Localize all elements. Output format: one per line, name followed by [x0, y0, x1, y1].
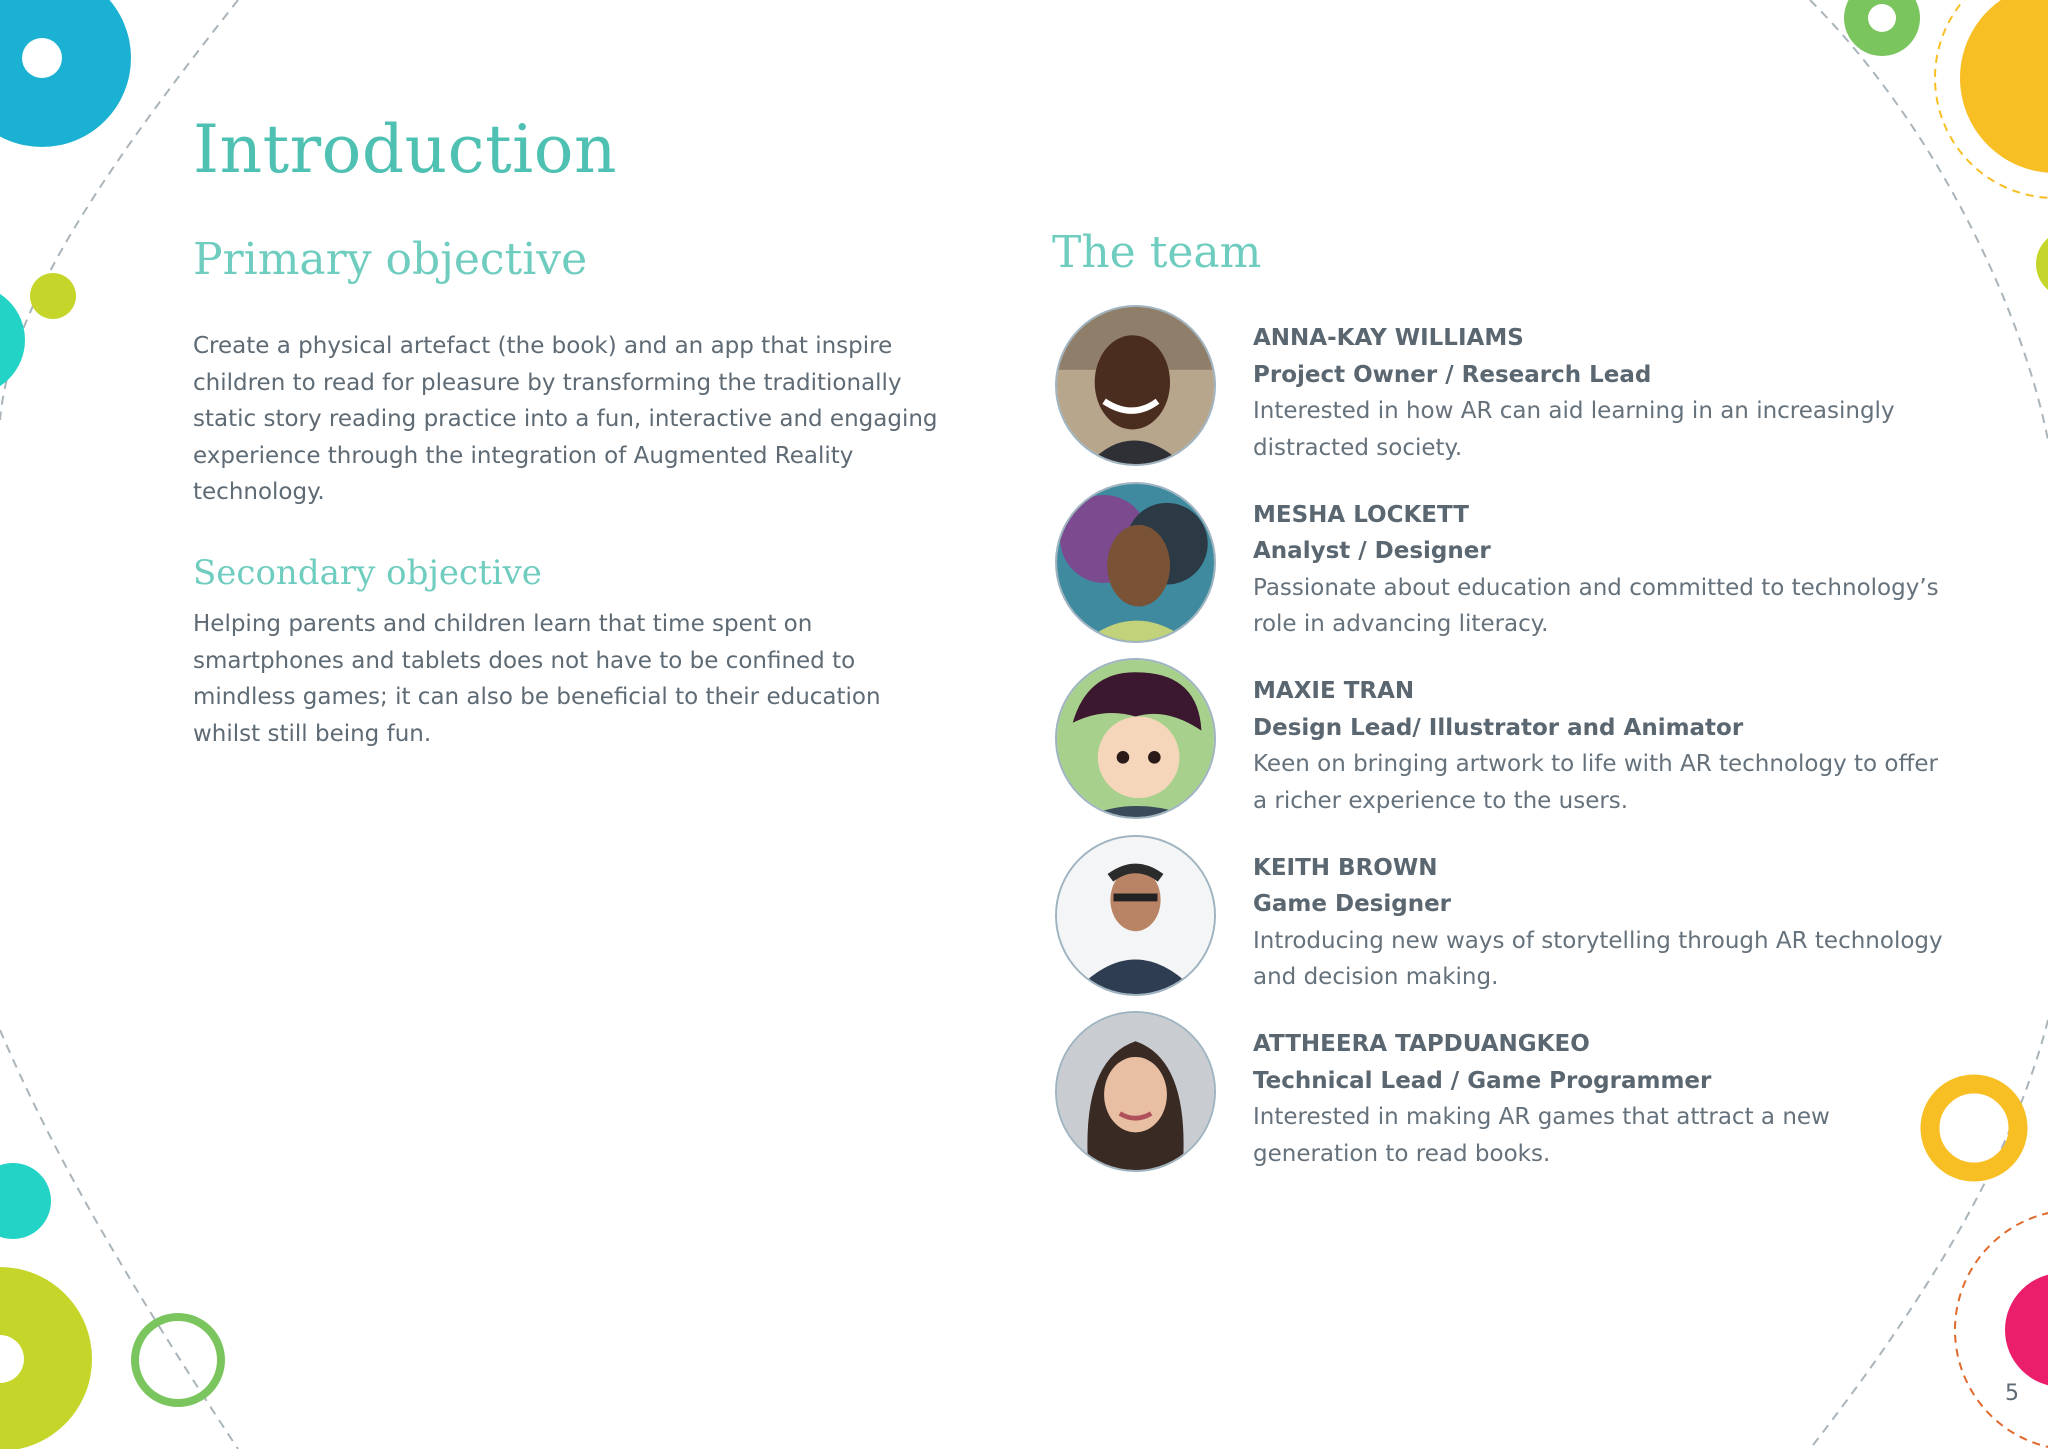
member-name: MAXIE TRAN [1253, 678, 1415, 704]
deco-circle-turquoise-small [0, 1163, 51, 1239]
member-name: ATTHEERA TAPDUANGKEO [1253, 1031, 1590, 1057]
primary-objective-text: Create a physical artefact (the book) an… [193, 333, 938, 505]
member-role: Game Designer [1253, 891, 1452, 917]
deco-ring-green [131, 1313, 225, 1407]
page-number: 5 [2005, 1381, 2019, 1406]
member-name: ANNA-KAY WILLIAMS [1253, 325, 1524, 351]
member-name: MESHA LOCKETT [1253, 501, 1469, 528]
member-role: Project Owner / Research Lead [1253, 361, 1652, 388]
deco-ring-yellow [1920, 1074, 2028, 1182]
member-role: Design Lead/ Illustrator and Animator [1253, 714, 1744, 741]
team-member: MAXIE TRAN Design Lead/ Illustrator and … [1055, 658, 1955, 835]
member-role: Technical Lead / Game Programmer [1253, 1067, 1712, 1094]
primary-objective-heading: Primary objective [193, 234, 588, 285]
member-info: KEITH BROWN Game Designer Introducing ne… [1253, 850, 1953, 996]
member-bio: Interested in how AR can aid learning in… [1253, 398, 1895, 461]
page-title: Introduction [193, 111, 617, 188]
deco-dot-lime [30, 273, 76, 319]
deco-circle-blue-hole [22, 38, 62, 78]
avatar [1055, 1011, 1216, 1172]
member-bio: Passionate about education and committed… [1253, 574, 1939, 638]
member-role: Analyst / Designer [1253, 538, 1491, 564]
deco-circle-lime [0, 1267, 92, 1449]
member-info: ATTHEERA TAPDUANGKEO Technical Lead / Ga… [1253, 1026, 1953, 1172]
avatar [1055, 834, 1216, 996]
team-member: ATTHEERA TAPDUANGKEO Technical Lead / Ga… [1055, 1011, 1955, 1188]
member-info: MAXIE TRAN Design Lead/ Illustrator and … [1253, 673, 1953, 819]
member-bio: Interested in making AR games that attra… [1253, 1104, 1830, 1167]
member-name: KEITH BROWN [1253, 854, 1438, 881]
deco-circle-blue [0, 0, 131, 147]
secondary-objective-text: Helping parents and children learn that … [193, 611, 881, 747]
team-member: ANNA-KAY WILLIAMS Project Owner / Resear… [1055, 305, 1955, 482]
dashed-arc-right [1809, 0, 2048, 441]
secondary-objective-heading: Secondary objective [193, 553, 542, 593]
team-member: MESHA LOCKETT Analyst / Designer Passion… [1055, 481, 1955, 659]
deco-circle-pink [2005, 1274, 2048, 1386]
member-info: MESHA LOCKETT Analyst / Designer Passion… [1253, 497, 1953, 643]
team-list: ANNA-KAY WILLIAMS Project Owner / Resear… [1055, 305, 1955, 1188]
dashed-arc-right-bottom [1809, 1019, 2048, 1449]
deco-circle-turquoise [0, 293, 25, 387]
avatar [1055, 658, 1216, 819]
team-member: KEITH BROWN Game Designer Introducing ne… [1055, 834, 1955, 1012]
dashed-arc-left-bottom [0, 1029, 239, 1449]
avatar [1055, 481, 1216, 643]
member-bio: Introducing new ways of storytelling thr… [1253, 927, 1943, 991]
team-heading: The team [1052, 227, 1262, 278]
member-info: ANNA-KAY WILLIAMS Project Owner / Resear… [1253, 320, 1953, 466]
member-bio: Keen on bringing artwork to life with AR… [1253, 751, 1938, 814]
deco-circle-green-hole [1868, 4, 1896, 32]
deco-circle-yellow [1960, 0, 2048, 173]
deco-circle-lime-hole [0, 1335, 24, 1383]
avatar [1055, 305, 1216, 466]
deco-circle-lime-edge [2036, 238, 2048, 290]
